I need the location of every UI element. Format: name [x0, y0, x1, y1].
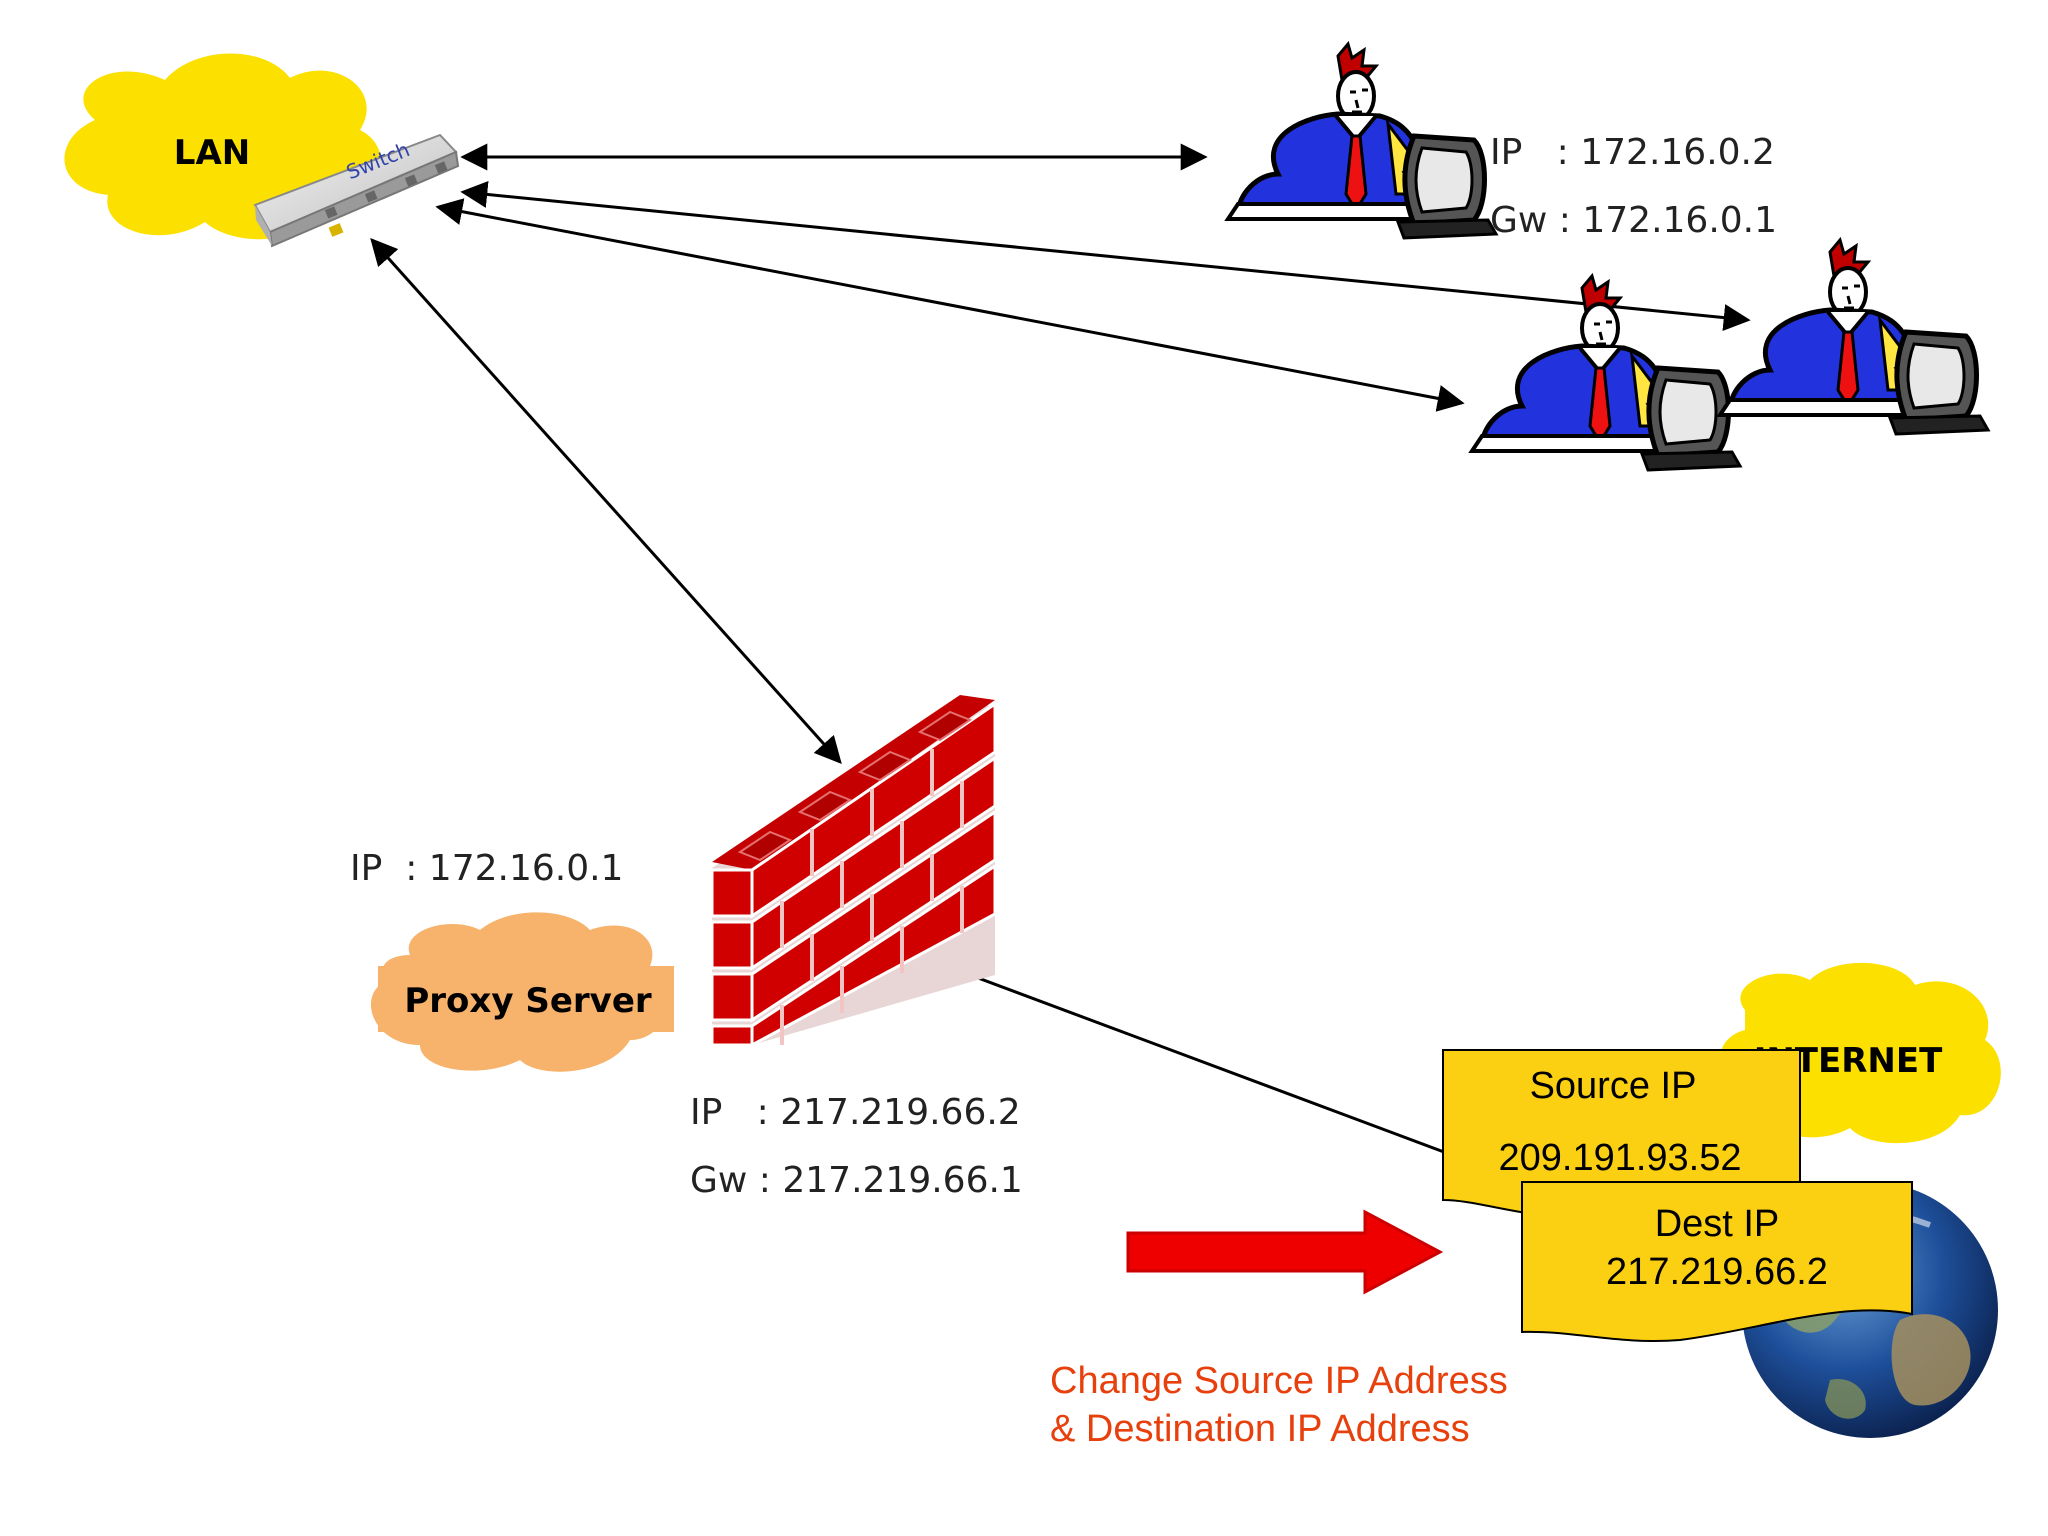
source-ip-card: Source IP 209.191.93.52	[1442, 1049, 1801, 1218]
firewall-wan-ip: IP : 217.219.66.2	[690, 1092, 1021, 1133]
link-switch-firewall	[370, 237, 842, 765]
firewall-wan-gateway: Gw : 217.219.66.1	[690, 1160, 1023, 1201]
client-computer-3	[1720, 240, 1988, 434]
client-computer-1	[1228, 44, 1496, 238]
client1-ip: IP : 172.16.0.2	[1490, 132, 1775, 173]
firewall-brick-wall	[710, 695, 997, 1048]
client1-gateway: Gw : 172.16.0.1	[1490, 200, 1777, 241]
proxy-server-label: Proxy Server	[404, 981, 652, 1021]
change-note-line2: & Destination IP Address	[1050, 1408, 1470, 1450]
source-ip-value: 209.191.93.52	[1498, 1137, 1741, 1179]
lan-label: LAN	[174, 133, 250, 173]
switch-device: Switch	[253, 133, 460, 248]
firewall-lan-ip: IP : 172.16.0.1	[350, 848, 623, 889]
dest-ip-value: 217.219.66.2	[1606, 1251, 1828, 1293]
client-computer-2	[1472, 276, 1740, 470]
proxy-server-cloud: Proxy Server	[370, 912, 674, 1072]
dest-ip-card: Dest IP 217.219.66.2	[1521, 1181, 1913, 1343]
connection-lines	[370, 143, 1751, 1157]
link-switch-client2	[435, 198, 1465, 412]
dest-ip-title: Dest IP	[1655, 1203, 1780, 1245]
source-ip-title: Source IP	[1530, 1065, 1697, 1107]
link-internet-firewall	[927, 955, 1453, 1157]
direction-arrow	[1126, 1209, 1444, 1295]
change-note-line1: Change Source IP Address	[1050, 1360, 1508, 1402]
